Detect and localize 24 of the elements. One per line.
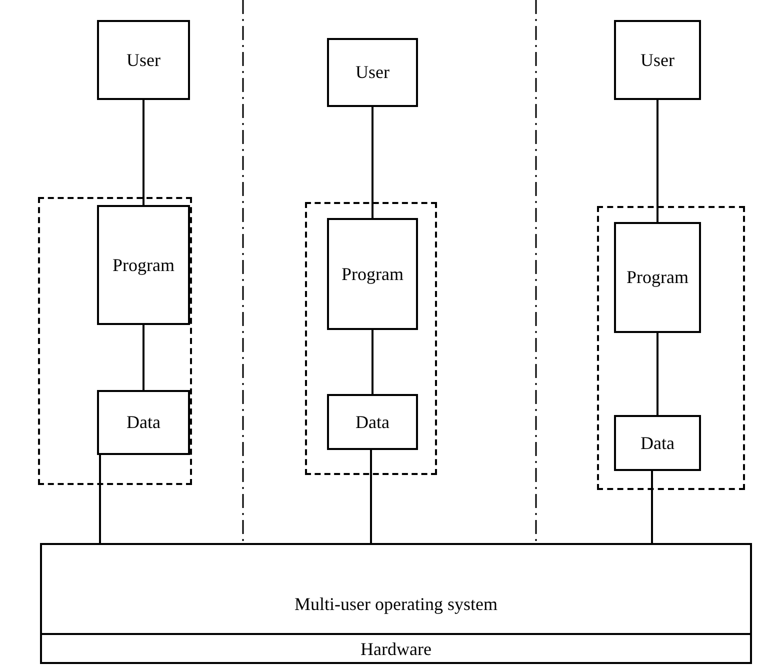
process-box: Program (327, 218, 418, 330)
connector-line (656, 333, 658, 415)
process-box (40, 543, 752, 664)
connector-line (651, 471, 653, 543)
process-box: Data (327, 394, 418, 450)
process-box: Program (97, 205, 190, 325)
connector-line (142, 100, 144, 205)
process-box: Program (614, 222, 701, 333)
connector-line (372, 107, 374, 218)
process-box: Data (614, 415, 701, 471)
dashed-group-box (597, 206, 745, 490)
connector-line (656, 100, 658, 222)
process-box: Data (97, 390, 190, 455)
process-box: User (327, 38, 418, 107)
process-box: User (614, 20, 701, 100)
connector-line (370, 450, 372, 543)
connector-line (99, 455, 101, 543)
hardware-band: Hardware (40, 633, 752, 664)
connector-line (142, 325, 144, 390)
dashed-group-box (305, 202, 437, 475)
dashed-group-box (38, 197, 192, 485)
node-label: Multi-user operating system (294, 593, 498, 616)
connector-line (372, 330, 374, 394)
process-box: User (97, 20, 190, 100)
